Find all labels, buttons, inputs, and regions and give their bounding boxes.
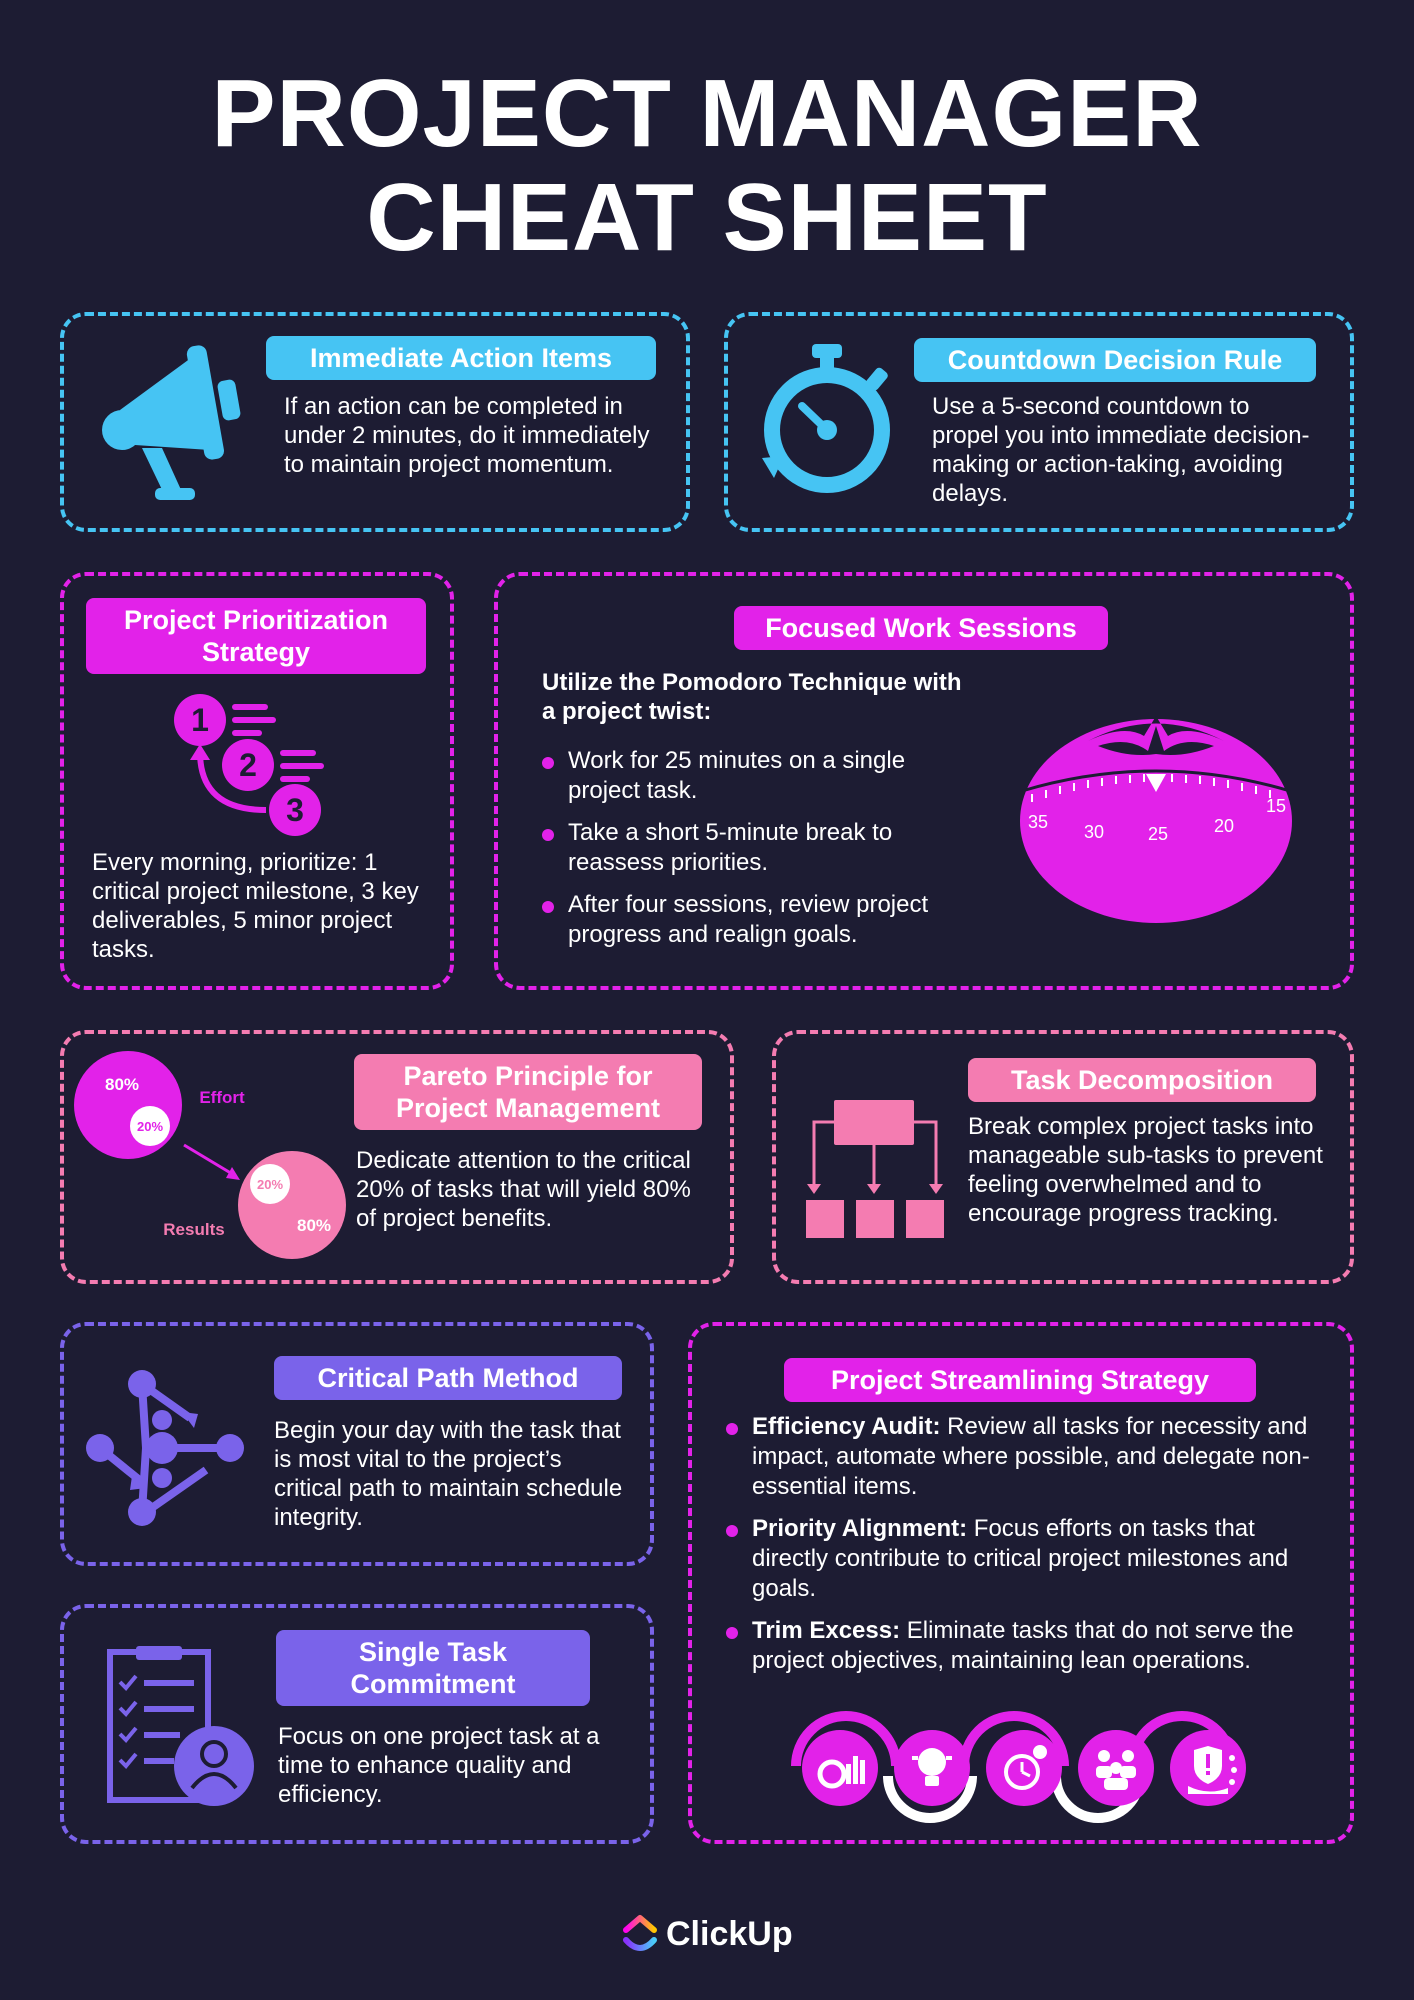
numbered-steps-icon: 1 2 3 [174, 694, 324, 836]
timer-number: 35 [1028, 812, 1048, 832]
timer-number: 15 [1266, 796, 1286, 816]
checklist-person-icon [107, 1646, 254, 1806]
gear-chart-icon [817, 1756, 865, 1789]
timer-number: 30 [1084, 822, 1104, 842]
hierarchy-icon [806, 1100, 944, 1238]
card-prioritization [60, 572, 454, 990]
step-2: 2 [239, 747, 257, 783]
streamlining-item: Priority Alignment: Focus efforts on tas… [724, 1514, 1334, 1604]
label-decomposition: Task Decomposition [968, 1058, 1316, 1102]
page-title: PROJECT MANAGER CHEAT SHEET [0, 62, 1414, 270]
card-decomposition [772, 1030, 1354, 1284]
text-pareto: Dedicate attention to the critical 20% o… [356, 1147, 691, 1232]
text-countdown: Use a 5-second countdown to propel you i… [932, 393, 1310, 507]
megaphone-icon [102, 345, 241, 500]
brand-name: ClickUp [666, 1915, 793, 1953]
card-pareto [60, 1030, 734, 1284]
label-single-task: Single Task Commitment [276, 1630, 590, 1706]
item-text: Focus efforts on tasks that directly con… [752, 1515, 1289, 1602]
timer-number: 25 [1148, 824, 1168, 844]
title-line-2: CHEAT SHEET [366, 164, 1048, 271]
team-meeting-icon [1096, 1750, 1136, 1790]
network-icon [86, 1370, 244, 1526]
focused-bullet: Work for 25 minutes on a single project … [540, 746, 980, 806]
item-text: Review all tasks for necessity and impac… [752, 1413, 1310, 1500]
card-countdown [724, 312, 1354, 532]
text-prioritization: Every morning, prioritize: 1 critical pr… [92, 849, 419, 963]
pareto-diagram: 80% 20% 20% 80% Effort Results [74, 1051, 346, 1259]
label-critical-path: Critical Path Method [274, 1356, 622, 1400]
shield-hand-icon [1188, 1746, 1237, 1794]
step-3: 3 [286, 792, 304, 828]
results-label: Results [163, 1220, 224, 1239]
process-icons-strip [791, 1711, 1246, 1823]
clock-gear-icon [1004, 1745, 1047, 1790]
effort-big: 80% [105, 1075, 139, 1094]
effort-label: Effort [199, 1088, 245, 1107]
label-focused-work: Focused Work Sessions [734, 606, 1108, 650]
results-big: 80% [297, 1216, 331, 1235]
focused-bullet: Take a short 5-minute break to reassess … [540, 818, 980, 878]
timer-number: 20 [1214, 816, 1234, 836]
title-line-1: PROJECT MANAGER [211, 60, 1203, 167]
item-term: Priority Alignment: [752, 1515, 968, 1542]
item-text: Eliminate tasks that do not serve the pr… [752, 1617, 1294, 1674]
label-streamlining: Project Streamlining Strategy [784, 1358, 1256, 1402]
label-immediate-action: Immediate Action Items [266, 336, 656, 380]
streamlining-item: Trim Excess: Eliminate tasks that do not… [724, 1616, 1334, 1676]
label-prioritization: Project Prioritization Strategy [86, 598, 426, 674]
step-1: 1 [191, 702, 209, 738]
card-single-task [60, 1604, 654, 1844]
text-focused-intro: Utilize the Pomodoro Technique with a pr… [542, 669, 962, 725]
clickup-logo-icon [623, 1915, 657, 1951]
text-critical-path: Begin your day with the task that is mos… [274, 1417, 623, 1531]
text-single-task: Focus on one project task at a time to e… [278, 1723, 600, 1808]
focused-bullet: After four sessions, review project prog… [540, 890, 980, 950]
label-pareto: Pareto Principle for Project Management [354, 1054, 702, 1130]
text-decomposition: Break complex project tasks into managea… [968, 1113, 1323, 1227]
card-immediate-action [60, 312, 690, 532]
label-countdown: Countdown Decision Rule [914, 338, 1316, 382]
results-small: 20% [257, 1177, 283, 1192]
card-streamlining [688, 1322, 1354, 1844]
streamlining-bullets: Efficiency Audit: Review all tasks for n… [724, 1412, 1334, 1688]
text-immediate-action: If an action can be completed in under 2… [284, 393, 650, 478]
item-term: Efficiency Audit: [752, 1413, 941, 1440]
card-critical-path [60, 1322, 654, 1566]
idea-bulb-icon [912, 1748, 952, 1786]
tomato-timer-icon: 35 30 25 20 15 [1020, 716, 1292, 923]
effort-small: 20% [137, 1119, 163, 1134]
stopwatch-icon [762, 344, 890, 493]
focused-bullets: Work for 25 minutes on a single project … [540, 746, 980, 962]
streamlining-item: Efficiency Audit: Review all tasks for n… [724, 1412, 1334, 1502]
item-term: Trim Excess: [752, 1617, 901, 1644]
card-focused-work [494, 572, 1354, 990]
